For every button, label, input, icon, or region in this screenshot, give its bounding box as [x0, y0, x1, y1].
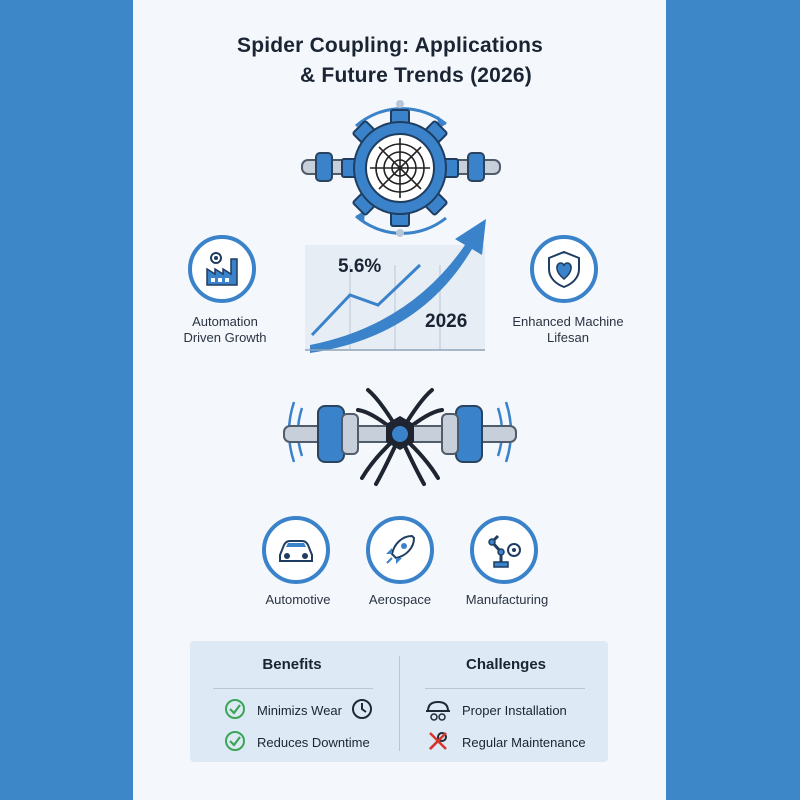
challenges-divider [425, 688, 585, 689]
benefits-divider [213, 688, 373, 689]
automation-badge [188, 235, 256, 303]
lifespan-badge [530, 235, 598, 303]
car-icon [279, 540, 313, 562]
challenge-item-2: Regular Maintenance [462, 735, 586, 750]
lifespan-caption: Enhanced Machine Lifesan [508, 314, 628, 346]
aerospace-badge [366, 516, 434, 584]
clock-icon [352, 699, 372, 719]
automation-caption-line-1: Automation [192, 314, 258, 329]
application-label-automotive: Automotive [265, 592, 331, 607]
gear-coupling-illustration [301, 100, 501, 237]
manufacturing-badge [470, 516, 538, 584]
robot-arm-icon [488, 534, 521, 568]
shield-heart-icon [548, 250, 580, 289]
check-circle-icon [225, 699, 245, 719]
growth-year-label: 2026 [425, 311, 468, 332]
spider-coupling-illustration [283, 388, 517, 486]
rocket-icon [386, 534, 416, 564]
automation-caption: Automation Driven Growth [170, 314, 280, 346]
check-circle-icon [225, 731, 245, 751]
lifespan-caption-line-1: Enhanced Machine [512, 314, 624, 329]
automation-caption-line-2: Driven Growth [183, 330, 267, 345]
growth-rate-label: 5.6% [338, 256, 382, 277]
application-label-aerospace: Aerospace [368, 592, 432, 607]
lifespan-caption-line-2: Lifesan [547, 330, 589, 345]
benefit-item-2: Reduces Downtime [257, 735, 370, 750]
title-line-1: Spider Coupling: Applications [236, 34, 543, 57]
factory-icon [206, 252, 238, 286]
automotive-badge [262, 516, 330, 584]
application-label-manufacturing: Manufacturing [465, 592, 549, 607]
wrench-cross-icon [429, 732, 447, 750]
growth-chart-graphic [305, 219, 486, 353]
column-divider [399, 656, 400, 751]
benefits-heading: Benefits [262, 656, 322, 673]
challenge-item-1: Proper Installation [462, 703, 567, 718]
challenges-heading: Challenges [465, 656, 547, 673]
hardhat-gear-icon [426, 700, 450, 721]
title-line-2: & Future Trends (2026) [300, 64, 532, 87]
benefit-item-1: Minimizs Wear [257, 703, 342, 718]
